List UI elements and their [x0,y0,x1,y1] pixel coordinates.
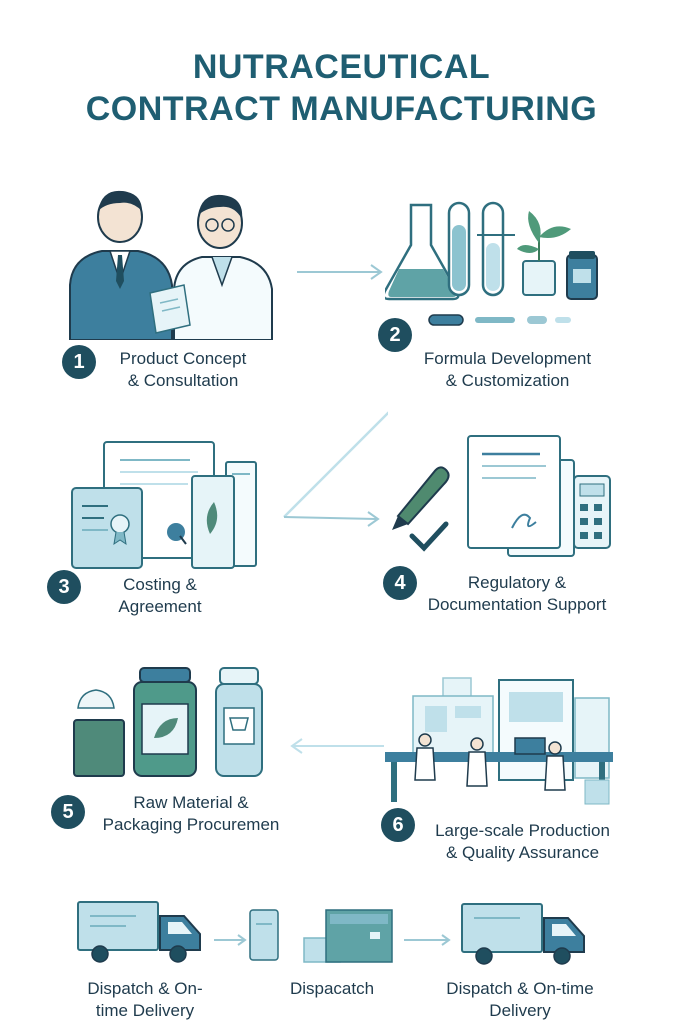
step-4-label: Regulatory & Documentation Support [412,572,622,616]
step-2-badge: 2 [378,318,412,352]
step-3-label-line-2: Agreement [118,597,202,616]
bottom-label-2: Dispacatch [262,978,402,1000]
arrow-right-1 [295,262,385,282]
packaged-boxes-icon [246,908,396,964]
step-2-label-line-2: & Customization [445,371,570,390]
bottom-label-1: Dispatch & On- time Delivery [60,978,230,1022]
raw-material-bottles-illustration [70,666,270,778]
step-2-label-line-1: Formula Development [423,349,592,368]
page-title-line-2: CONTRACT MANUFACTURING [85,90,598,128]
step-6-label-line-1: Large-scale Production [435,821,610,840]
step-3-label-line-1: Costing & [123,575,197,594]
step-3-badge: 3 [47,570,81,604]
step-5-badge: 5 [51,795,85,829]
consultation-illustration [62,185,287,340]
delivery-truck-icon-2 [460,900,590,970]
delivery-truck-icon [76,898,206,968]
bottom-label-2-line-1: Dispacatch [289,979,375,998]
step-3-label: Costing & Agreement [90,574,230,618]
bottom-label-3-line-2: Delivery [489,1001,551,1020]
arrow-diagonal [278,385,388,530]
arrow-left [288,736,388,756]
step-6-badge: 6 [381,808,415,842]
step-1-label: Product Concept & Consultation [98,348,268,392]
bottom-label-3-line-1: Dispatch & On-time [446,979,594,998]
step-5-label: Raw Material & Packaging Procuremen [86,792,296,836]
bottom-label-1-line-1: Dispatch & On- [87,979,203,998]
arrow-right-small-2 [402,932,452,948]
page-title-line-1: NUTRACEUTICAL [192,48,491,86]
agreement-documents-illustration [68,440,268,570]
step-6-label: Large-scale Production & Quality Assuran… [420,820,625,864]
lab-glassware-illustration [385,195,605,335]
step-4-label-line-1: Regulatory & [467,573,567,592]
regulatory-documents-illustration [390,432,615,562]
step-4-label-line-2: Documentation Support [427,595,607,614]
bottom-label-3: Dispatch & On-time Delivery [425,978,615,1022]
step-1-badge: 1 [62,345,96,379]
step-1-label-line-1: Product Concept [119,349,247,368]
bottom-label-1-line-2: time Delivery [95,1001,195,1020]
step-5-label-line-2: Packaging Procuremen [102,815,280,834]
arrow-right-small-1 [212,932,248,948]
step-4-badge: 4 [383,566,417,600]
production-floor-illustration [385,668,615,813]
step-1-label-line-2: & Consultation [127,371,239,390]
step-2-label: Formula Development & Customization [410,348,605,392]
step-6-label-line-2: & Quality Assurance [445,843,600,862]
step-5-label-line-1: Raw Material & [133,793,249,812]
